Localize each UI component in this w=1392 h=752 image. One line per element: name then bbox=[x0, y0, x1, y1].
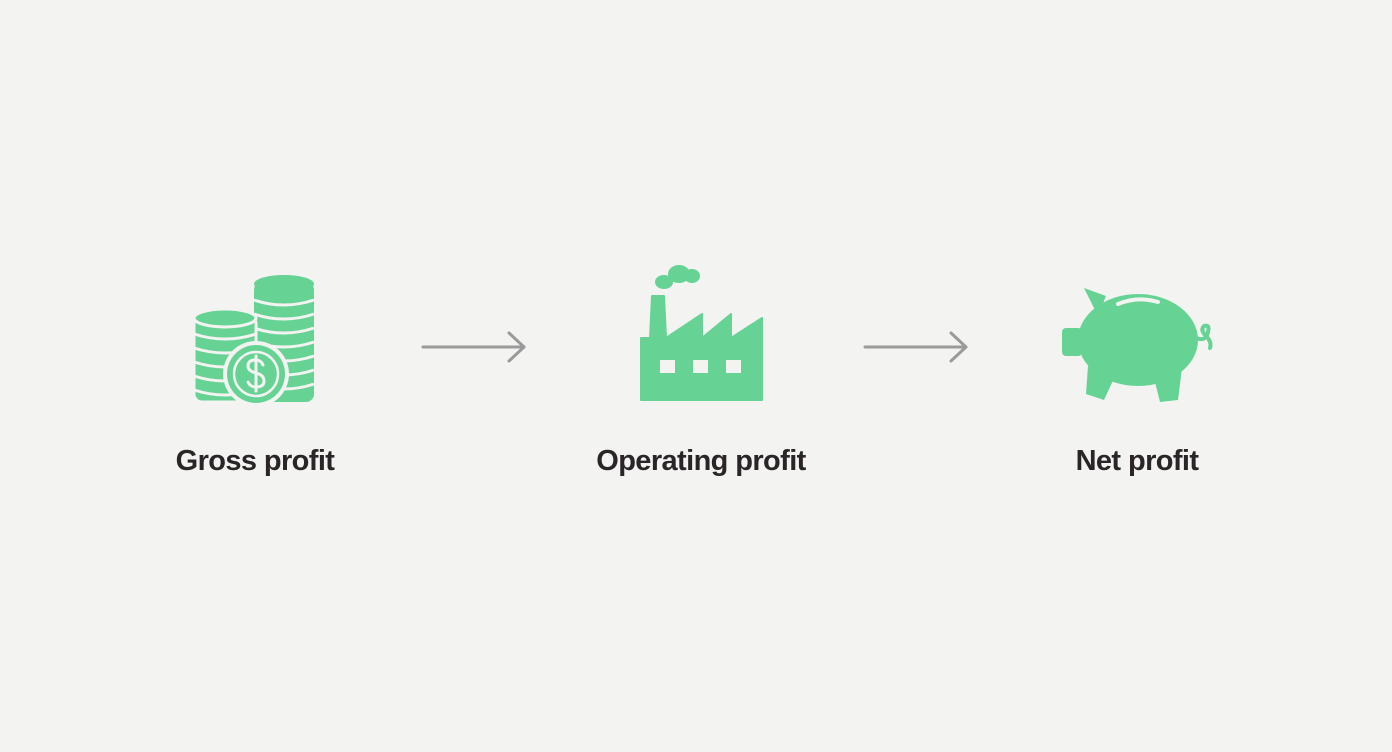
arrow-right-icon bbox=[420, 330, 530, 364]
coin-stack-dollar-icon bbox=[190, 270, 320, 405]
factory-icon bbox=[636, 262, 766, 404]
stage-label-operating-profit: Operating profit bbox=[596, 445, 806, 477]
stage-label-net-profit: Net profit bbox=[1075, 445, 1199, 477]
stage-label-gross-profit: Gross profit bbox=[175, 445, 335, 477]
arrow-right-icon bbox=[862, 330, 972, 364]
piggy-bank-icon bbox=[1058, 282, 1220, 406]
